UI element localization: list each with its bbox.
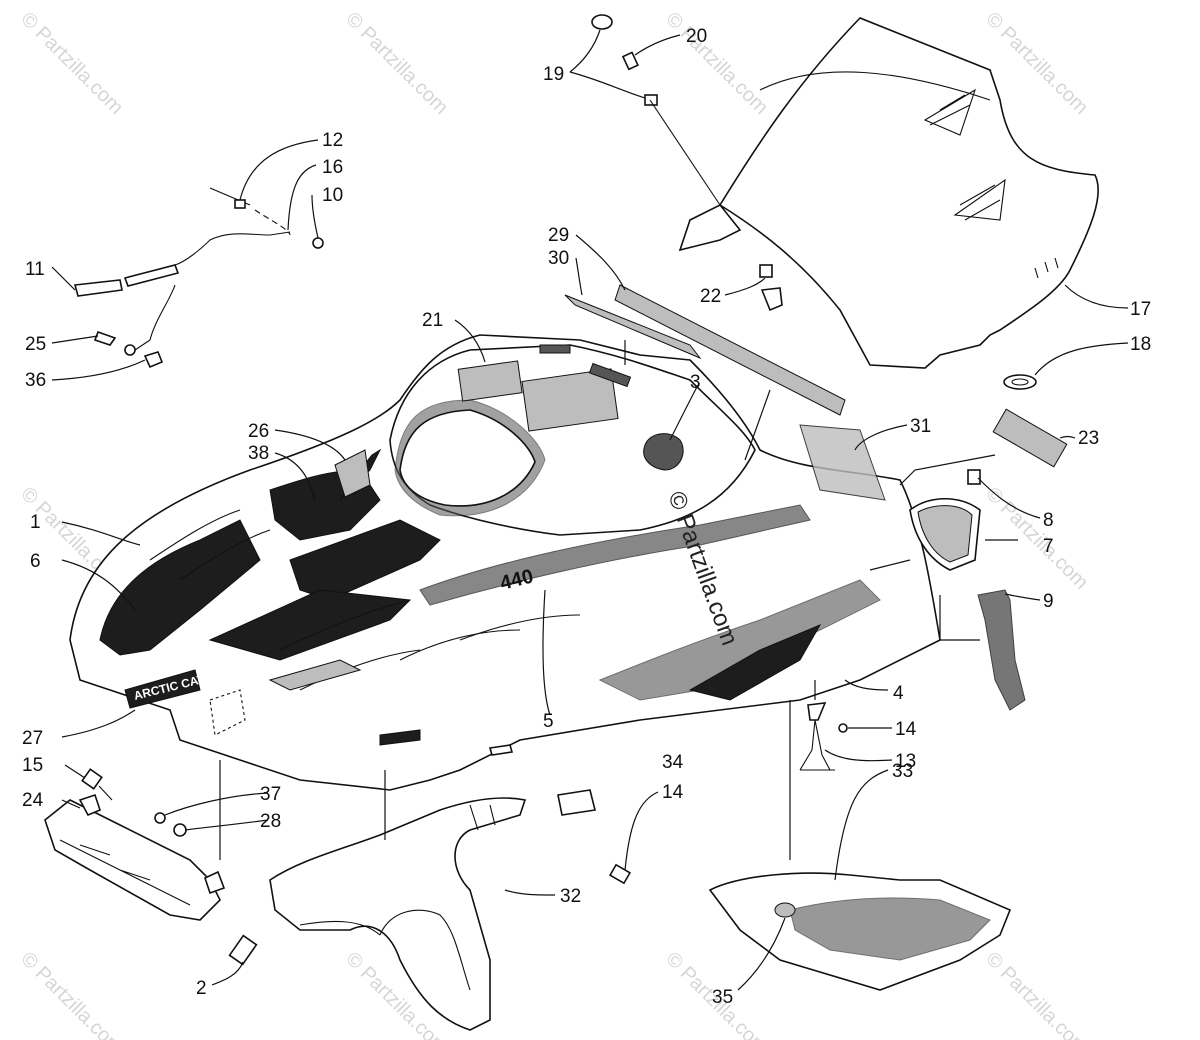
watermark-text: © Partzilla.com [981,948,1092,1040]
callout-4[interactable]: 4 [893,683,904,704]
front-bumper-bracket[interactable] [44,768,258,966]
hood[interactable]: 440 ARCTIC CAT © Partzilla.com [69,334,941,791]
callout-28[interactable]: 28 [260,811,281,832]
callout-10[interactable]: 10 [322,185,343,206]
hood-decals-top[interactable] [564,284,846,416]
watermark-text: © Partzilla.com [661,8,772,119]
hood-latch-cable[interactable] [73,187,324,369]
windshield-grommet[interactable] [1003,374,1037,390]
watermark-text: © Partzilla.com [16,948,127,1040]
side-vent[interactable] [909,469,981,571]
watermark-text: © Partzilla.com [981,483,1092,594]
side-reflector-decal[interactable] [992,408,1068,468]
callout-16[interactable]: 16 [322,157,343,178]
leader-lines [51,29,1129,991]
belly-pan[interactable] [708,872,1012,991]
callout-30[interactable]: 30 [548,248,569,269]
callout-35[interactable]: 35 [712,987,733,1008]
callout-27[interactable]: 27 [22,728,43,749]
side-decal[interactable] [799,424,886,501]
hood-bracket[interactable] [977,589,1026,711]
windshield-hardware[interactable] [591,14,783,312]
callout-14b[interactable]: 14 [662,782,684,803]
callout-26[interactable]: 26 [248,421,269,442]
callout-14a[interactable]: 14 [895,719,917,740]
air-duct[interactable] [269,797,527,1031]
callout-3[interactable]: 3 [690,372,701,393]
callout-20[interactable]: 20 [686,26,707,47]
callout-19[interactable]: 19 [543,64,564,85]
callout-24[interactable]: 24 [22,790,44,811]
callout-29[interactable]: 29 [548,225,569,246]
windshield[interactable] [678,17,1099,369]
callout-1[interactable]: 1 [30,512,41,533]
callout-36[interactable]: 36 [25,370,46,391]
callout-17[interactable]: 17 [1130,299,1151,320]
callout-18[interactable]: 18 [1130,334,1151,355]
callout-22[interactable]: 22 [700,286,721,307]
callout-11[interactable]: 11 [25,259,45,280]
callout-34[interactable]: 34 [662,752,684,773]
callout-labels: 1 2 3 4 5 6 7 8 9 10 11 12 13 14 14 15 1… [22,26,1151,1008]
watermark-text: © Partzilla.com [341,8,452,119]
callout-15[interactable]: 15 [22,755,43,776]
callout-6[interactable]: 6 [30,551,41,572]
callout-23[interactable]: 23 [1078,428,1099,449]
callout-7[interactable]: 7 [1043,536,1054,557]
callout-13[interactable]: 13 [895,751,916,772]
callout-38[interactable]: 38 [248,443,269,464]
hood-mount[interactable] [488,744,632,885]
callout-33[interactable]: 33 [892,761,913,782]
callout-9[interactable]: 9 [1043,591,1054,612]
callout-32[interactable]: 32 [560,886,581,907]
callout-37[interactable]: 37 [260,784,281,805]
callout-12[interactable]: 12 [322,130,343,151]
callout-2[interactable]: 2 [196,978,207,999]
watermark-text: © Partzilla.com [16,8,127,119]
hood-support[interactable] [799,702,848,771]
callout-25[interactable]: 25 [25,334,46,355]
callout-8[interactable]: 8 [1043,510,1054,531]
callout-31[interactable]: 31 [910,416,931,437]
callout-5[interactable]: 5 [543,711,554,732]
callout-21[interactable]: 21 [422,310,443,331]
